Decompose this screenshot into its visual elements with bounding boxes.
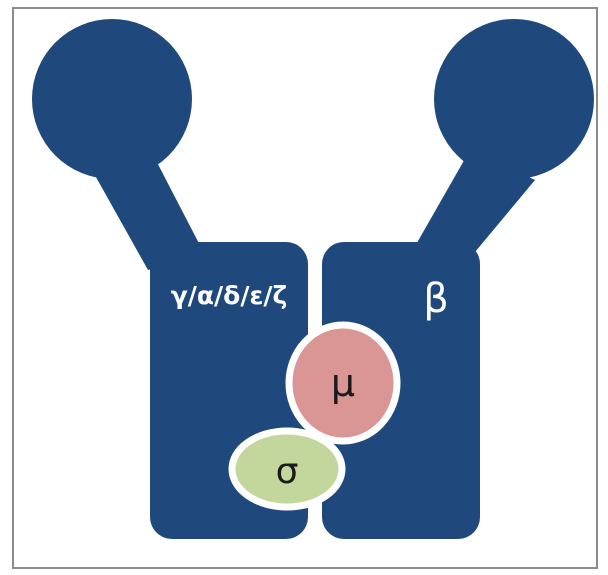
sigma-label: σ xyxy=(276,451,299,492)
right-chain-label: β xyxy=(423,276,449,322)
mu-subunit xyxy=(285,321,401,445)
right-hinge xyxy=(410,150,535,270)
left-appendage xyxy=(32,19,205,270)
left-chain-label: γ/α/δ/ε/ζ xyxy=(171,281,288,310)
sigma-subunit xyxy=(228,427,346,511)
left-ear xyxy=(32,19,192,179)
mu-label: μ xyxy=(331,361,355,405)
right-ear xyxy=(434,19,594,179)
right-trunk xyxy=(322,242,480,539)
right-appendage xyxy=(410,19,594,270)
